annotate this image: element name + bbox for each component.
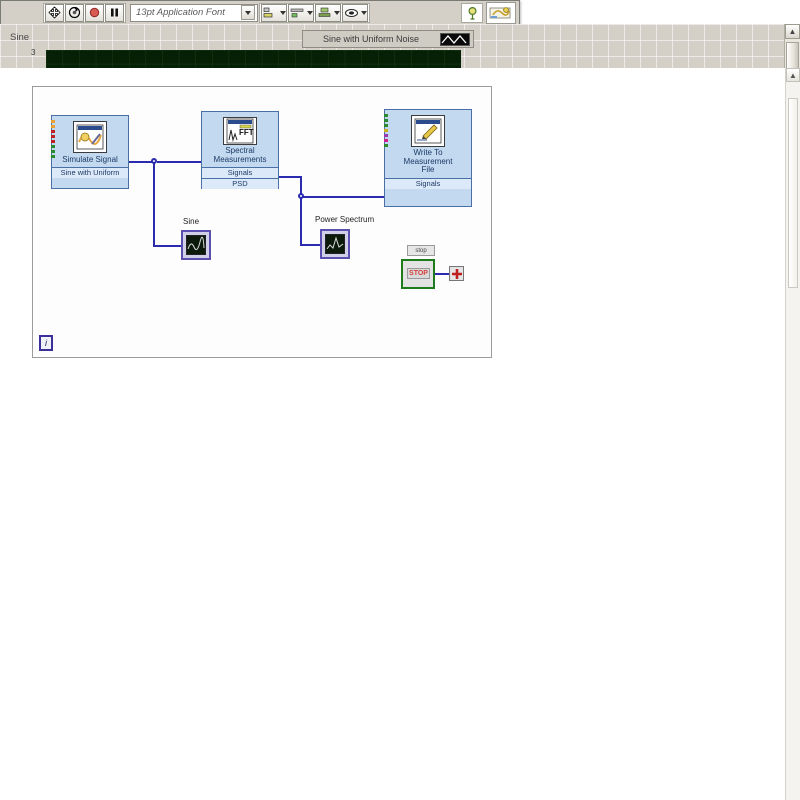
fp-align-group xyxy=(259,2,370,23)
stop-control-glyph: STOP xyxy=(407,268,430,279)
simulate-signal-icon xyxy=(73,121,107,153)
simulate-signal-name: Simulate Signal xyxy=(62,155,118,164)
wire-to-sine-indicator[interactable] xyxy=(153,245,181,247)
fp-pause-button[interactable] xyxy=(105,3,124,22)
write-file-input-terminals xyxy=(384,114,388,149)
wire-psd-right[interactable] xyxy=(300,196,362,198)
wire-junction-down-sine[interactable] xyxy=(153,163,155,247)
node-simulate-signal[interactable]: Simulate Signal Sine with Uniform xyxy=(51,115,129,189)
sine-indicator-terminal[interactable] xyxy=(181,230,211,260)
loop-iteration-terminal[interactable]: i xyxy=(39,335,53,351)
fp-context-help-button[interactable] xyxy=(486,1,516,24)
stop-control-tip-label: stop xyxy=(407,245,435,256)
write-to-measurement-file-icon xyxy=(411,115,445,147)
sine-legend-plot-name: Sine with Uniform Noise xyxy=(322,34,420,44)
simulate-signal-terminal-sine[interactable]: Sine with Uniform xyxy=(52,167,128,178)
sine-legend-plot-style-icon[interactable] xyxy=(440,32,470,46)
fp-font-selector-arrow-icon[interactable] xyxy=(241,5,255,20)
fp-run-continuously-button[interactable] xyxy=(65,3,84,22)
block-diagram-window: Untitled 1 Block Diagram * _ □ ✕ File Ed… xyxy=(0,68,800,800)
wire-psd-out[interactable] xyxy=(278,176,302,178)
block-diagram-canvas[interactable]: Simulate Signal Sine with Uniform FFT xyxy=(32,86,492,358)
sine-graph-label: Sine xyxy=(10,32,30,43)
fp-run-button[interactable] xyxy=(45,3,64,22)
spectral-measurements-name: Spectral Measurements xyxy=(202,146,278,167)
simulate-signal-input-terminals xyxy=(51,120,55,160)
loop-conditional-terminal[interactable] xyxy=(449,266,464,281)
fp-search-button[interactable] xyxy=(461,2,483,23)
svg-text:FFT: FFT xyxy=(239,128,254,137)
spectral-name-line2: Measurements xyxy=(213,154,267,164)
wire-psd-down[interactable] xyxy=(300,176,302,198)
wire-stop-to-terminal[interactable] xyxy=(435,273,449,275)
wire-to-power-spectrum-indicator[interactable] xyxy=(300,244,320,246)
spectral-name-line1: Spectral xyxy=(225,146,255,155)
fp-reorder-button[interactable] xyxy=(342,3,368,22)
sine-graph-legend[interactable]: Sine with Uniform Noise xyxy=(302,30,474,48)
write-file-name-line3: File xyxy=(421,165,435,174)
write-file-terminal-signals[interactable]: Signals xyxy=(385,177,471,189)
sine-indicator-glyph xyxy=(186,235,206,255)
fp-abort-button[interactable] xyxy=(85,3,104,22)
sine-indicator-label: Sine xyxy=(183,217,200,226)
fp-distribute-objects-button[interactable] xyxy=(288,3,314,22)
front-panel-toolbar: 13pt Application Font xyxy=(1,1,519,25)
fp-scroll-up-arrow-icon[interactable]: ▲ xyxy=(785,24,800,39)
wire-psd-to-powerspectrum[interactable] xyxy=(300,198,302,246)
write-to-measurement-file-name: Write To Measurement File xyxy=(385,148,471,178)
bd-scroll-up-arrow-icon[interactable]: ▲ xyxy=(786,68,800,82)
fp-run-group xyxy=(43,2,126,23)
wire-simulate-to-junction[interactable] xyxy=(129,161,153,163)
node-spectral-measurements[interactable]: FFT Spectral Measurements Signals PSD xyxy=(201,111,279,189)
write-file-name-line2: Measurement xyxy=(403,156,453,166)
spectral-terminal-signals[interactable]: Signals xyxy=(202,167,278,178)
wire-to-write-file[interactable] xyxy=(360,196,384,198)
node-write-to-measurement-file[interactable]: Write To Measurement File Signals xyxy=(384,109,472,207)
power-spectrum-indicator-label: Power Spectrum xyxy=(315,215,375,224)
fp-font-selector-value: 13pt Application Font xyxy=(136,7,225,18)
power-spectrum-indicator-terminal[interactable] xyxy=(320,229,350,259)
fp-resize-objects-button[interactable] xyxy=(315,3,341,22)
spectral-measurements-icon: FFT xyxy=(223,117,257,145)
block-diagram-body: ▲ xyxy=(0,68,800,800)
bd-scroll-thumb[interactable] xyxy=(788,98,798,288)
wire-junction-to-spectral[interactable] xyxy=(157,161,201,163)
power-spectrum-indicator-glyph xyxy=(325,234,345,254)
write-file-name-line1: Write To xyxy=(413,148,443,157)
fp-align-objects-button[interactable] xyxy=(261,3,287,22)
spectral-terminal-psd[interactable]: PSD xyxy=(202,178,278,189)
fp-font-selector[interactable]: 13pt Application Font xyxy=(130,3,258,22)
stop-control-node[interactable]: STOP xyxy=(401,259,435,289)
block-diagram-vertical-scrollbar[interactable]: ▲ xyxy=(785,68,800,800)
